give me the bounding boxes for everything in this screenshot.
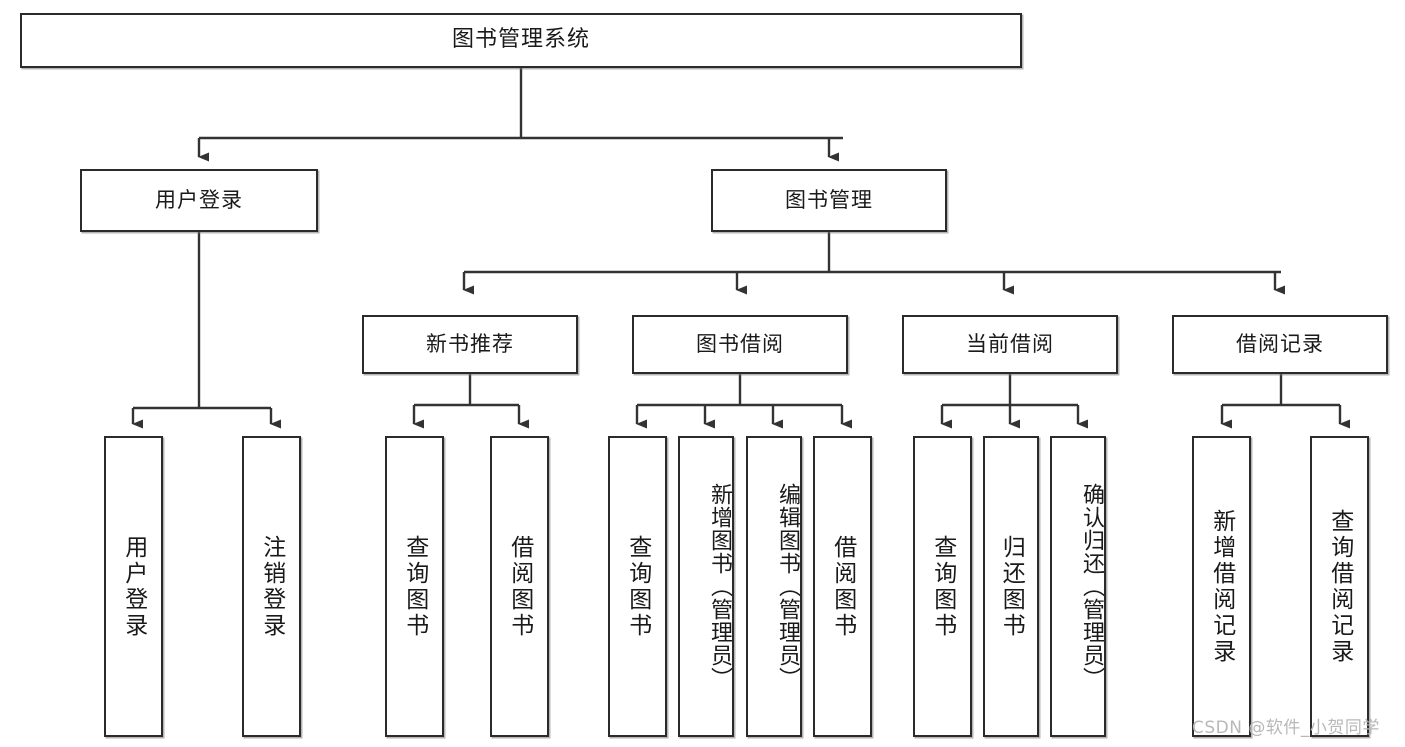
node-label: 图书管理系统 <box>451 27 590 53</box>
leaf-return-book[interactable]: 归还图书 <box>983 436 1039 737</box>
leaf-borrow-book-1[interactable]: 借阅图书 <box>490 436 549 737</box>
leaf-borrow-book-2[interactable]: 借阅图书 <box>813 436 872 737</box>
leaf-user-login[interactable]: 用户登录 <box>104 436 163 737</box>
node-book-management[interactable]: 图书管理 <box>711 169 947 232</box>
node-label: 借阅图书 <box>829 534 856 639</box>
node-new-book-recommendation[interactable]: 新书推荐 <box>362 315 578 374</box>
node-label: 用户登录 <box>120 534 147 639</box>
leaf-confirm-return-admin[interactable]: 确认归还（管理员） <box>1050 436 1106 737</box>
node-label: 新增借阅记录 <box>1208 508 1235 665</box>
node-label: 确认归还（管理员） <box>1079 483 1104 690</box>
node-label: 编辑图书（管理员） <box>775 483 800 690</box>
node-label: 查询图书 <box>401 534 428 639</box>
node-label: 查询图书 <box>929 534 956 639</box>
leaf-edit-book-admin[interactable]: 编辑图书（管理员） <box>746 436 802 737</box>
leaf-query-book-1[interactable]: 查询图书 <box>385 436 444 737</box>
leaf-add-borrow-record[interactable]: 新增借阅记录 <box>1192 436 1251 737</box>
node-label: 注销登录 <box>258 534 285 639</box>
node-current-borrowing[interactable]: 当前借阅 <box>902 315 1118 374</box>
node-label: 图书借阅 <box>696 331 784 356</box>
csdn-watermark: CSDN @软件_小贺同学 <box>1192 718 1380 738</box>
node-book-borrowing[interactable]: 图书借阅 <box>632 315 848 374</box>
node-label: 查询图书 <box>624 534 651 639</box>
node-label: 借阅记录 <box>1236 331 1324 356</box>
node-borrowing-record[interactable]: 借阅记录 <box>1172 315 1388 374</box>
leaf-add-book-admin[interactable]: 新增图书（管理员） <box>678 436 734 737</box>
leaf-user-logout[interactable]: 注销登录 <box>242 436 301 737</box>
node-root-book-management-system[interactable]: 图书管理系统 <box>20 13 1022 68</box>
node-label: 借阅图书 <box>506 534 533 639</box>
node-label: 图书管理 <box>785 187 873 212</box>
node-label: 新书推荐 <box>426 331 514 356</box>
leaf-query-borrow-record[interactable]: 查询借阅记录 <box>1310 436 1369 737</box>
node-label: 归还图书 <box>998 534 1025 639</box>
node-user-login[interactable]: 用户登录 <box>80 169 318 232</box>
node-label: 查询借阅记录 <box>1326 508 1353 665</box>
leaf-query-book-2[interactable]: 查询图书 <box>608 436 667 737</box>
node-label: 用户登录 <box>155 187 243 212</box>
node-label: 新增图书（管理员） <box>707 483 732 690</box>
node-label: 当前借阅 <box>966 331 1054 356</box>
leaf-query-book-3[interactable]: 查询图书 <box>913 436 972 737</box>
